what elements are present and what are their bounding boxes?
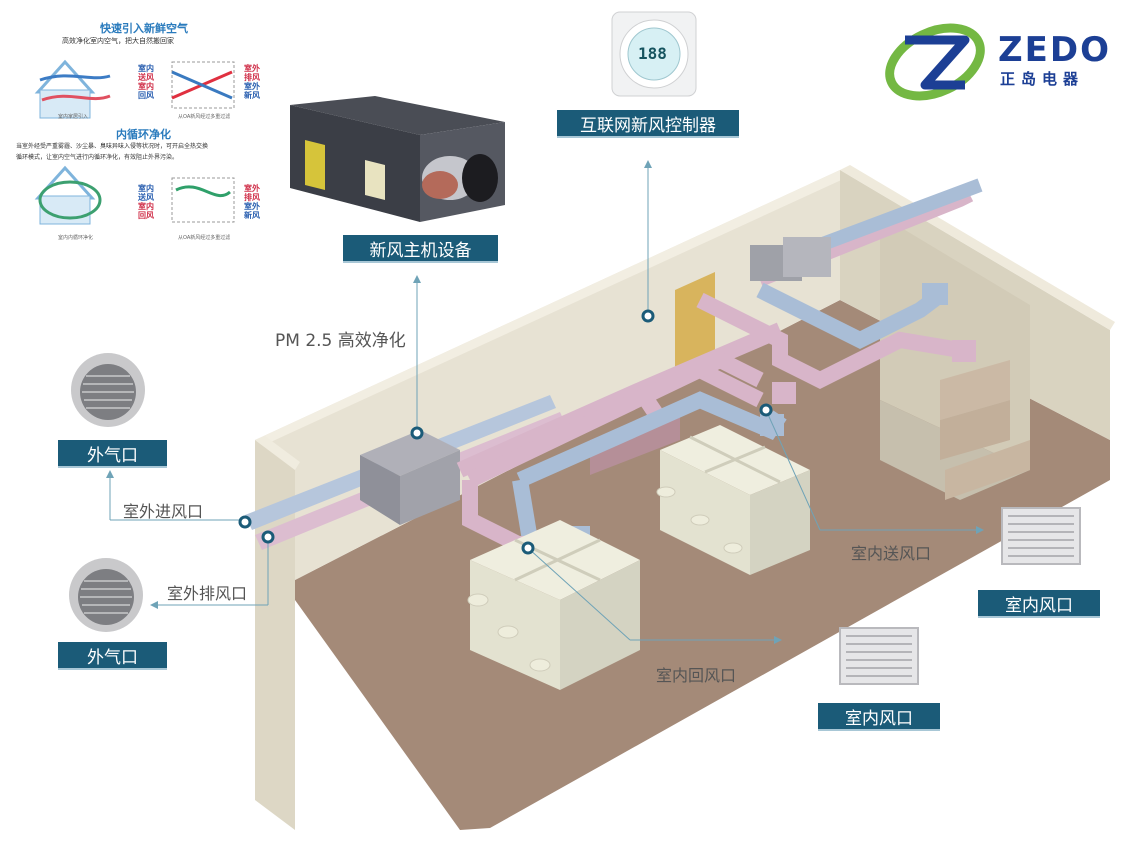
indoor-vent-right-image [1001,507,1081,565]
duct-main-box [360,430,460,476]
controller-image [611,11,697,97]
info-panel-illustration [12,12,274,248]
controller-display: 188 [638,44,667,63]
label-outdoor-vent-bottom: 外气口 [58,642,167,670]
brand-name: ZEDO [998,30,1112,70]
fresh-caption-right: 从OA新风经过多重过滤 [178,114,231,120]
fresh-caption-left: 室内家居引入 [58,114,89,120]
recirc-flows-right: 室外排风 室外新风 [244,184,260,220]
fresh-air-title: 快速引入新鲜空气 [100,22,188,35]
label-outdoor-intake: 室外进风口 [123,502,204,521]
label-indoor-vent-right: 室内风口 [978,590,1100,618]
recirc-text-1: 当室外经受严重雾霾、沙尘暴、臭味异味入侵等状况时，可开启全热交换 [16,143,209,150]
outdoor-vent-bottom-image [69,558,143,632]
recirc-flows-left: 室内送风 室内回风 [138,184,154,220]
recirc-caption-right: 从OA新风经过多重过滤 [178,235,231,241]
indoor-vent-bottom-image [839,627,919,685]
label-outdoor-vent-top: 外气口 [58,440,167,468]
label-indoor-supply: 室内送风口 [851,544,932,563]
label-controller: 互联网新风控制器 [557,110,739,138]
label-indoor-return: 室内回风口 [656,666,737,685]
fresh-flows-left: 室内送风 室内回风 [138,64,154,100]
main-unit-image [290,96,505,222]
fresh-flows-right: 室外排风 室外新风 [244,64,260,100]
recirc-caption-left: 室内内循环净化 [58,235,94,241]
zedo-logo-mark [885,23,985,101]
label-main-unit: 新风主机设备 [343,235,498,263]
label-outdoor-exhaust: 室外排风口 [167,584,248,603]
back-wall-top [255,170,850,446]
label-indoor-vent-bottom: 室内风口 [818,703,940,731]
recirc-text-2: 循环模式，让室内空气进行内循环净化，有效阻止外界污染。 [16,154,179,161]
label-pm25: PM 2.5 高效净化 [275,331,406,351]
outdoor-vent-top-image [71,353,145,427]
fresh-air-subtitle: 高效净化室内空气，把大自然搬回家 [62,37,174,45]
recirc-title: 内循环净化 [116,128,171,141]
brand-cn: 正岛电器 [1000,70,1085,88]
